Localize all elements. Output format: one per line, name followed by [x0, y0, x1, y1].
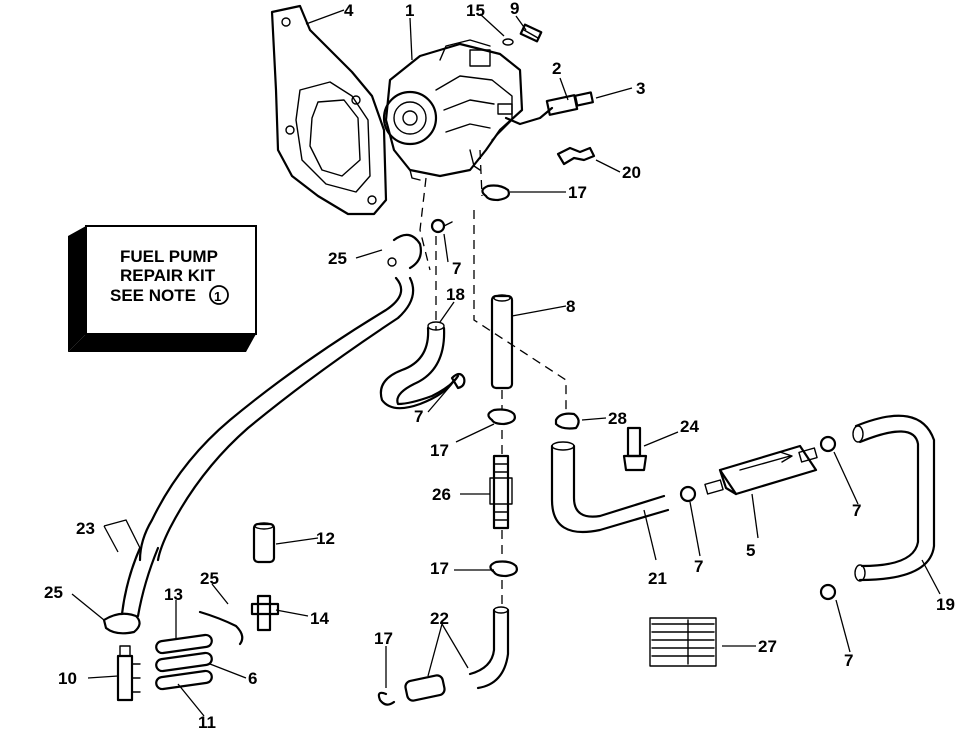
- callout-labels: 4 1 15 9 2 3 20 17 25 7 18 8 7 28 24 17 …: [44, 0, 955, 731]
- callout-25b: 25: [44, 583, 63, 602]
- callout-2: 2: [552, 59, 561, 78]
- callout-28: 28: [608, 409, 627, 428]
- callout-26: 26: [432, 485, 451, 504]
- callout-21: 21: [648, 569, 667, 588]
- hose-clamp-part: [679, 485, 697, 503]
- fitting-part: [504, 91, 594, 126]
- leader-lines: [71, 9, 941, 717]
- fuel-manifold-part: [116, 645, 141, 702]
- mounting-bracket-part: [270, 4, 388, 216]
- callout-25c: 25: [200, 569, 219, 588]
- fuel-hose-part: [379, 321, 460, 410]
- fuel-hose-part: [404, 674, 446, 702]
- fuel-hose-part: [468, 606, 510, 690]
- fuel-hose-part: [120, 276, 415, 618]
- note-line-2: REPAIR KIT: [120, 266, 216, 285]
- tee-fitting-part: [250, 594, 280, 632]
- hose-clamp-part: [387, 233, 422, 270]
- fuel-filter-part: [704, 444, 818, 496]
- callout-7e: 7: [852, 501, 861, 520]
- note-line-3: SEE NOTE: [110, 286, 196, 305]
- callout-8: 8: [566, 297, 575, 316]
- screw-part: [519, 23, 543, 43]
- routing-lines: [419, 149, 567, 606]
- hose-clamp-part: [450, 372, 466, 390]
- note-line-1: FUEL PUMP: [120, 247, 218, 266]
- callout-23: 23: [76, 519, 95, 538]
- inline-filter-part: [489, 454, 513, 530]
- callout-7d: 7: [844, 651, 853, 670]
- callout-7a: 7: [452, 259, 461, 278]
- callout-17b: 17: [430, 441, 449, 460]
- callout-24: 24: [680, 417, 699, 436]
- callout-4: 4: [344, 1, 354, 20]
- hose-clamp-part: [554, 412, 580, 430]
- callout-17c: 17: [430, 559, 449, 578]
- hose-clamp-part: [377, 691, 396, 706]
- fuel-hose-part: [155, 633, 213, 691]
- callout-3: 3: [636, 79, 645, 98]
- callout-9: 9: [510, 0, 519, 18]
- callout-10: 10: [58, 669, 77, 688]
- decal-part: [649, 617, 717, 667]
- hose-clamp-part: [102, 612, 141, 635]
- fuel-hose-part: [852, 414, 936, 582]
- hose-clamp-part: [819, 583, 837, 601]
- fuel-pump-repair-kit-note: FUEL PUMP REPAIR KIT SEE NOTE 1: [68, 225, 257, 352]
- fuel-hose-part: [550, 441, 670, 534]
- fuel-hose-part: [490, 294, 514, 390]
- hose-clamp-part: [430, 218, 453, 234]
- callout-15: 15: [466, 1, 485, 20]
- callout-17d: 17: [374, 629, 393, 648]
- callout-7c: 7: [694, 557, 703, 576]
- hose-clamp-part: [487, 408, 516, 426]
- callout-1: 1: [405, 1, 414, 20]
- callout-25a: 25: [328, 249, 347, 268]
- callout-13: 13: [164, 585, 183, 604]
- callout-19: 19: [936, 595, 955, 614]
- callout-11: 11: [198, 713, 216, 731]
- hose-fitting-part: [252, 522, 276, 564]
- callout-27: 27: [758, 637, 777, 656]
- callout-22: 22: [430, 609, 449, 628]
- hose-clamp-part: [198, 610, 244, 646]
- callout-18: 18: [446, 285, 465, 304]
- callout-7b: 7: [414, 407, 423, 426]
- washer-part: [502, 38, 514, 46]
- callout-20: 20: [622, 163, 641, 182]
- callout-5: 5: [746, 541, 755, 560]
- filter-bracket-part: [622, 426, 648, 472]
- callout-12: 12: [316, 529, 335, 548]
- callout-14: 14: [310, 609, 329, 628]
- hose-clamp-part: [819, 435, 837, 453]
- hose-clamp-part: [489, 560, 518, 578]
- fuel-pump-part: [382, 39, 524, 181]
- callout-6: 6: [248, 669, 257, 688]
- clip-part: [556, 146, 596, 166]
- callout-17a: 17: [568, 183, 587, 202]
- note-number: 1: [214, 289, 221, 304]
- hose-clamp-part: [481, 184, 510, 202]
